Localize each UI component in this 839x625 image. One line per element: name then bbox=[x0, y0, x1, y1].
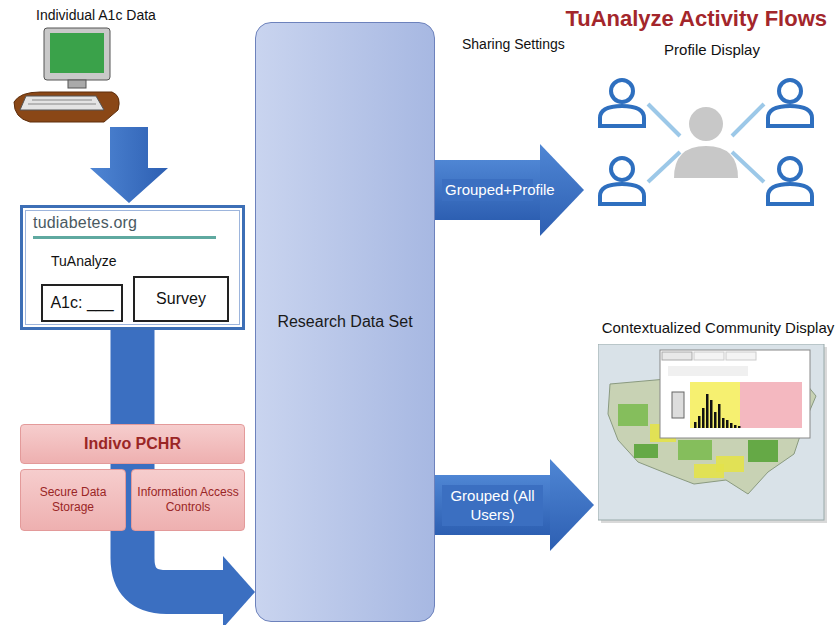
person-body bbox=[600, 106, 644, 126]
arrow-head bbox=[540, 144, 584, 236]
person-head bbox=[611, 158, 633, 180]
node-text: Information Access Controls bbox=[137, 485, 239, 515]
person-body bbox=[768, 106, 812, 126]
module-box: Secure Data Storage bbox=[20, 469, 126, 531]
link-line bbox=[648, 104, 680, 136]
node-text: Contextualized Community Display bbox=[598, 318, 838, 338]
person-head bbox=[689, 107, 723, 141]
popup-tab bbox=[662, 352, 692, 360]
popup-tab bbox=[726, 352, 756, 360]
diagram-title: TuAnalyze Activity Flows bbox=[565, 6, 827, 32]
map-frame bbox=[598, 344, 824, 520]
input-field: A1c: ___ bbox=[41, 284, 123, 322]
chart-bar bbox=[710, 400, 713, 428]
popup-tab bbox=[694, 352, 724, 360]
display-panel: Contextualized Community Display bbox=[598, 318, 838, 552]
chart-bar bbox=[714, 412, 717, 428]
screen bbox=[50, 33, 104, 73]
node-text: tudiabetes.org bbox=[33, 214, 216, 239]
desk bbox=[14, 92, 119, 122]
arrow-shaft bbox=[435, 160, 540, 220]
monitor bbox=[44, 28, 110, 80]
keyboard bbox=[20, 96, 104, 110]
person-body bbox=[600, 184, 644, 204]
node-text: Indivo PCHR bbox=[84, 435, 181, 453]
popup-card bbox=[660, 350, 810, 438]
node-text: Secure Data Storage bbox=[26, 485, 120, 515]
platform-band: Indivo PCHR bbox=[20, 424, 245, 464]
region-patch bbox=[678, 440, 712, 460]
annotation-label: Individual A1c Data bbox=[36, 7, 156, 23]
person-body bbox=[768, 184, 812, 204]
person-body bbox=[674, 146, 738, 178]
module-box: Information Access Controls bbox=[131, 469, 245, 531]
chart-bar bbox=[738, 426, 741, 428]
person-head bbox=[779, 158, 801, 180]
region-patch bbox=[748, 440, 778, 462]
profile-network-icon bbox=[588, 66, 824, 216]
node-text: Profile Display bbox=[588, 40, 836, 60]
region-patch bbox=[634, 444, 658, 458]
chart-band bbox=[690, 382, 740, 428]
arrow-shaft bbox=[435, 475, 550, 535]
chart-band bbox=[740, 382, 802, 428]
region-patch bbox=[694, 464, 724, 478]
display-panel: Profile Display bbox=[588, 40, 836, 232]
node-text: TuAnalyze bbox=[51, 253, 232, 269]
chart-bar bbox=[722, 418, 725, 428]
chart-bar bbox=[702, 408, 705, 428]
person-head bbox=[611, 80, 633, 102]
node-text: Survey bbox=[156, 290, 206, 308]
chart-bar bbox=[694, 422, 697, 428]
chart-legend bbox=[672, 392, 684, 418]
popup-row bbox=[668, 366, 748, 376]
person-head bbox=[779, 80, 801, 102]
survey-box: Survey bbox=[133, 276, 229, 322]
keyboard-keys bbox=[28, 100, 96, 104]
arrow-head bbox=[550, 459, 594, 551]
node-text: Research Data Set bbox=[277, 311, 412, 333]
annotation-label: Sharing Settings bbox=[462, 36, 565, 52]
data-store: Research Data Set bbox=[255, 22, 435, 622]
arrow-label: Grouped+Profile bbox=[442, 179, 533, 201]
flow-arrow bbox=[435, 459, 594, 551]
node-text: A1c: ___ bbox=[50, 294, 113, 312]
computer-figure bbox=[14, 28, 119, 122]
monitor-stand bbox=[68, 80, 86, 88]
input-arrow bbox=[90, 127, 168, 203]
arrow-head bbox=[223, 556, 255, 625]
region-patch bbox=[618, 404, 648, 426]
chart-bar bbox=[718, 404, 721, 428]
chart-bar bbox=[730, 423, 733, 428]
chart-bar bbox=[698, 416, 701, 428]
link-line bbox=[732, 104, 764, 136]
website-panel: tudiabetes.orgTuAnalyzeA1c: ___ Survey bbox=[20, 205, 245, 330]
arrow-label: Grouped (All Users) bbox=[442, 485, 543, 526]
chart-bar bbox=[706, 394, 709, 428]
map-screenshot bbox=[598, 344, 830, 526]
flow-arrow bbox=[435, 144, 584, 236]
chart-bar bbox=[726, 420, 729, 428]
chart-bar bbox=[734, 425, 737, 428]
